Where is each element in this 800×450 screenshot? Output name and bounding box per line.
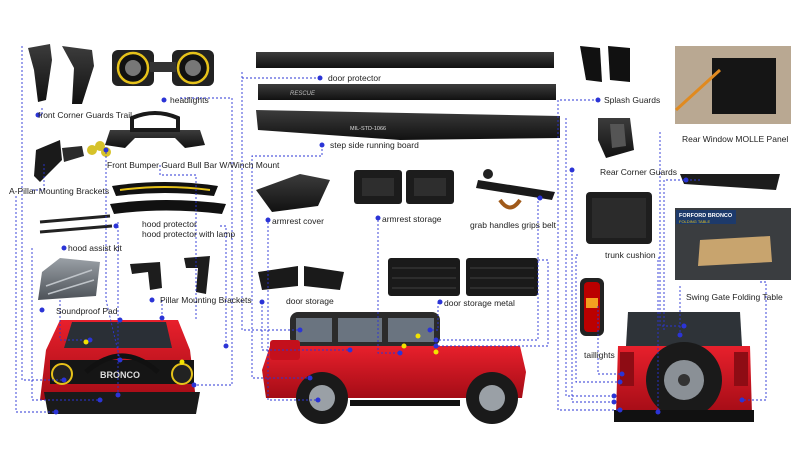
label-headlights: headlights xyxy=(170,95,209,105)
label-hood-assist: hood assist kit xyxy=(68,243,122,253)
taillights-image xyxy=(580,278,604,336)
pillar-brackets-image xyxy=(130,256,210,294)
headlights-image xyxy=(112,50,214,86)
door-storage-metal-image xyxy=(388,258,538,296)
splash-guards-image xyxy=(580,46,630,82)
label-trunk-cushion: trunk cushion xyxy=(605,250,656,260)
label-taillights: taillights xyxy=(584,350,615,360)
label-hood-protector: hood protector xyxy=(142,219,197,229)
hood-assist-image xyxy=(39,214,113,234)
label-a-pillar: A-Pillar Mounting Brackets xyxy=(9,186,110,196)
label-pillar-brackets: Pillar Mounting Brackets xyxy=(160,295,252,305)
soundproof-pad-image xyxy=(38,258,100,300)
molle-panel-part-image xyxy=(680,174,780,190)
label-door-storage: door storage xyxy=(286,296,334,306)
side-vehicle-image xyxy=(262,312,526,424)
label-armrest-cover: armrest cover xyxy=(272,216,324,226)
label-splash-guards: Splash Guards xyxy=(604,95,661,105)
swing-gate-table-image: FORFORD BRONCO FOLDING TABLE xyxy=(675,208,791,280)
a-pillar-brackets-image xyxy=(34,140,111,182)
trunk-cushion-image xyxy=(586,192,652,244)
label-step-side: step side running board xyxy=(330,140,419,150)
label-door-storage-metal: door storage metal xyxy=(444,298,515,308)
rear-window-molle-image xyxy=(674,46,791,124)
label-grab-handles: grab handles grips belt xyxy=(470,220,557,230)
label-door-protector: door protector xyxy=(328,73,381,83)
armrest-cover-image xyxy=(256,174,330,212)
grab-handles-image xyxy=(476,169,555,210)
table-sub-text: FOLDING TABLE xyxy=(679,219,711,224)
door-storage-image xyxy=(258,266,344,290)
label-hood-protector-lamp: hood protector with lamp xyxy=(142,229,236,239)
label-front-corner-guards: front Corner Guards Trail xyxy=(38,110,133,120)
label-rear-corner-guards: Rear Corner Guards xyxy=(600,167,678,177)
label-soundproof-pad: Soundproof Pad xyxy=(56,306,118,316)
rear-vehicle-image xyxy=(614,312,754,422)
connector-dots xyxy=(35,75,745,415)
door-protector-image: RESCUE MIL-STD-1066 xyxy=(256,52,560,140)
table-brand-text: FORFORD BRONCO xyxy=(679,213,733,219)
front-bumper-image xyxy=(105,111,205,148)
label-front-bumper: Front Bumper Guard Bull Bar W/Winch Moun… xyxy=(107,160,280,170)
running-board-text: MIL-STD-1066 xyxy=(350,126,386,132)
front-grille-text: BRONCO xyxy=(100,370,140,380)
rear-corner-guards-image xyxy=(598,118,634,158)
label-swing-gate: Swing Gate Folding Table xyxy=(686,292,783,302)
rescue-text: RESCUE xyxy=(290,91,316,97)
label-rear-window-molle: Rear Window MOLLE Panel xyxy=(682,134,789,144)
label-armrest-storage: armrest storage xyxy=(382,214,442,224)
hood-protector-image xyxy=(110,182,226,214)
front-corner-guards-image xyxy=(28,44,94,104)
armrest-storage-image xyxy=(354,170,454,204)
